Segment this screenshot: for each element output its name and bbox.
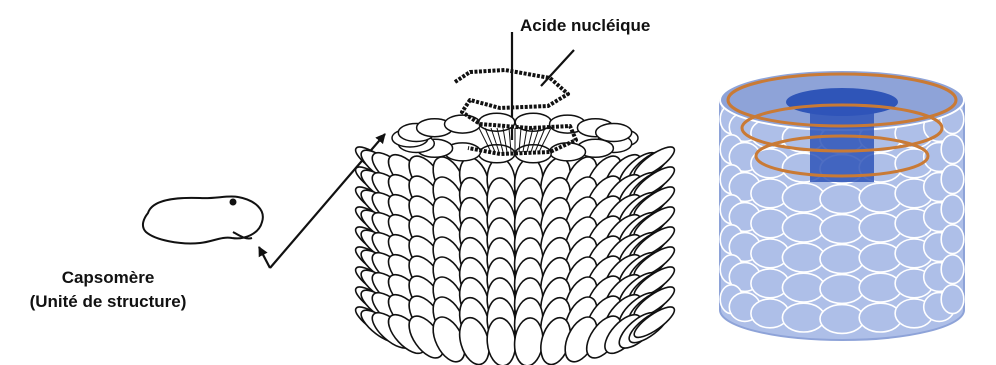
capsomere-arrow [259,247,270,268]
nucleic-acid-pointer-line [541,50,574,86]
model-capsomere [820,275,864,304]
capsomere-unit [550,143,586,161]
model-capsomere [782,183,824,212]
helical-tube-model [720,70,964,340]
model-capsomere [782,273,824,302]
capsomere-unit [596,124,632,142]
model-capsomere [782,213,824,242]
helical-tube-drawing [352,70,679,365]
model-capsomere [820,245,864,274]
model-capsomere [941,285,964,314]
model-capsomere [941,255,964,284]
capsomere-unit [479,145,515,163]
model-capsomere [941,135,964,164]
model-capsomere [820,215,864,244]
model-capsomere [820,185,864,214]
model-capsomere [782,303,824,332]
model-capsomere [941,225,964,254]
model-core-channel [810,102,874,182]
model-capsomere [820,305,864,334]
model-capsomere [941,195,964,224]
model-capsomere [941,165,964,194]
capsomere-sketch [143,196,263,243]
capsomere-unit [445,115,481,133]
model-capsomere [782,243,824,272]
